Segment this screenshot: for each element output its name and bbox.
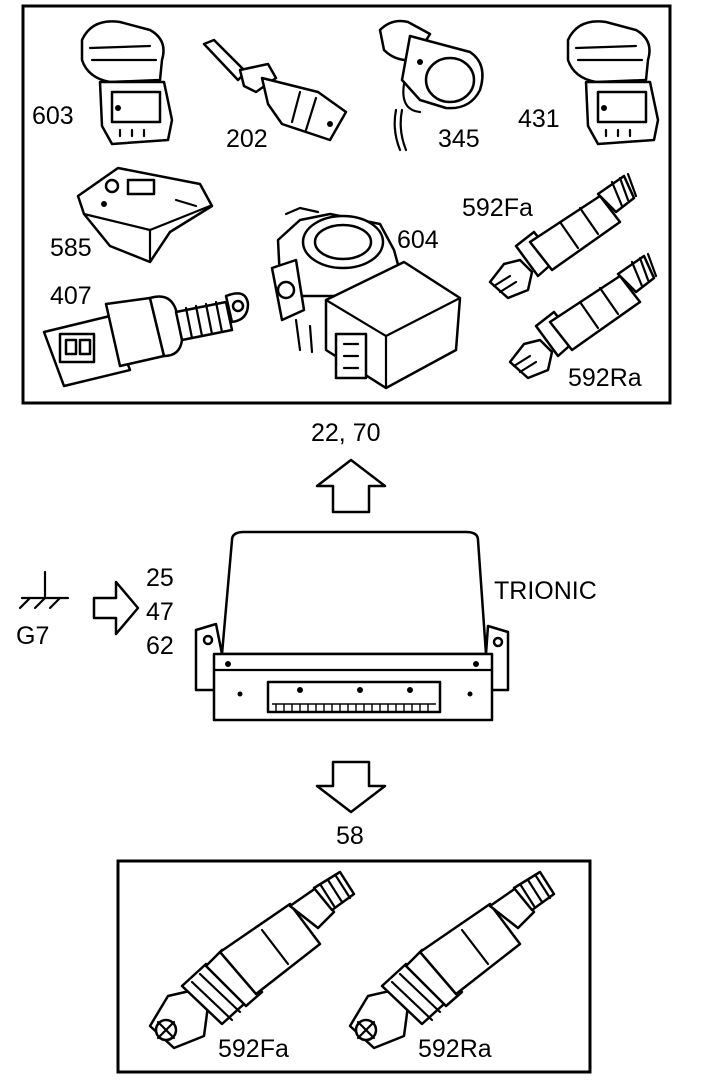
top-panel-frame bbox=[21, 4, 672, 405]
ground-label: G7 bbox=[16, 622, 49, 650]
label-202: 202 bbox=[226, 125, 268, 153]
label-585: 585 bbox=[50, 234, 92, 262]
bottom-panel-frame bbox=[116, 859, 592, 1074]
pin-label-62: 62 bbox=[146, 632, 174, 660]
ecu-label: TRIONIC bbox=[494, 577, 597, 605]
oxygen-sensor-592ra-top-image bbox=[508, 252, 658, 380]
pin-label-47: 47 bbox=[146, 598, 174, 626]
throttle-604-image bbox=[270, 206, 462, 390]
sensor-202-image bbox=[202, 38, 348, 142]
sensor-345-image bbox=[378, 19, 484, 152]
label-604: 604 bbox=[397, 226, 439, 254]
oxygen-sensor-592ra-bottom-image bbox=[348, 870, 556, 1050]
oxygen-sensor-592fa-top-image bbox=[488, 172, 638, 300]
trionic-ecu-image bbox=[194, 530, 510, 722]
down-arrow-icon bbox=[315, 760, 387, 814]
sensor-431-image bbox=[566, 20, 660, 146]
up-arrow-icon bbox=[315, 458, 387, 514]
label-592ra-bottom: 592Ra bbox=[418, 1035, 492, 1063]
label-592ra-top: 592Ra bbox=[568, 364, 642, 392]
ground-symbol-icon bbox=[18, 570, 70, 610]
sensor-585-image bbox=[76, 166, 214, 264]
pin-label-25: 25 bbox=[146, 564, 174, 592]
right-arrow-icon bbox=[92, 580, 140, 636]
sensor-407-image bbox=[42, 292, 250, 388]
label-603: 603 bbox=[32, 102, 74, 130]
label-345: 345 bbox=[438, 125, 480, 153]
label-431: 431 bbox=[518, 105, 560, 133]
label-592fa-bottom: 592Fa bbox=[218, 1035, 289, 1063]
up-arrow-label: 22, 70 bbox=[311, 419, 381, 447]
label-592fa-top: 592Fa bbox=[462, 194, 533, 222]
label-407: 407 bbox=[50, 282, 92, 310]
oxygen-sensor-592fa-bottom-image bbox=[148, 870, 356, 1050]
down-arrow-label: 58 bbox=[336, 822, 364, 850]
sensor-603-image bbox=[80, 20, 174, 146]
